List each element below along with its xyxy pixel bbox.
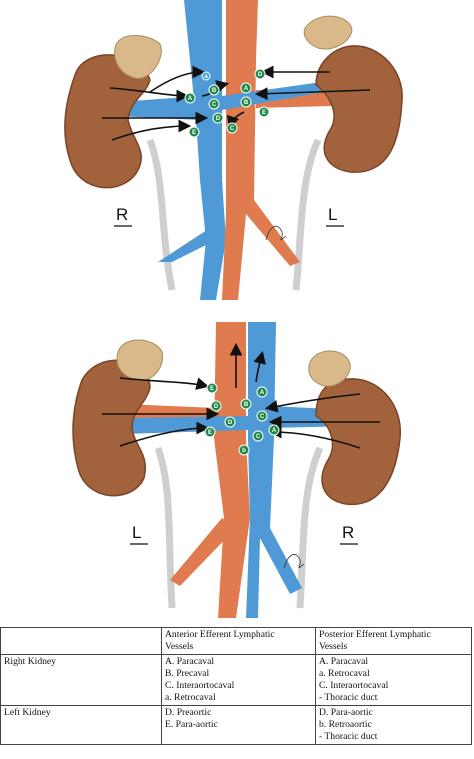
aorta: [222, 0, 300, 300]
lymph-node: C: [256, 410, 268, 422]
left-adrenal: [116, 339, 164, 382]
svg-text:B: B: [244, 402, 249, 408]
aorta-iliac: [170, 518, 236, 586]
right-kidney-posterior-cell: A. Paracaval a. Retrocaval C. Interaorto…: [315, 654, 472, 706]
aorta: [214, 322, 250, 618]
lymph-node: A: [184, 92, 196, 104]
svg-text:A: A: [272, 428, 277, 434]
svg-text:C: C: [230, 126, 235, 132]
lymph-node: A: [256, 386, 268, 398]
svg-text:A: A: [260, 390, 265, 396]
left-ureter: [292, 138, 322, 291]
svg-text:D: D: [216, 116, 221, 122]
lymph-node: E: [188, 126, 200, 138]
svg-text:B: B: [244, 100, 249, 106]
right-adrenal: [308, 350, 351, 387]
bottom-lymphatic-arrows: [102, 342, 380, 449]
svg-text:a: a: [204, 74, 208, 80]
svg-text:b: b: [242, 448, 246, 454]
svg-text:D: D: [214, 404, 219, 410]
table-header-row: Anterior Efferent Lymphatic Vessels Post…: [0, 627, 472, 655]
left-renal-vein: [124, 416, 248, 434]
svg-text:C: C: [212, 102, 217, 108]
top-lymphatic-arrows: [102, 65, 371, 141]
lymph-node: E: [258, 106, 270, 118]
bottom-left-side-label: L: [132, 523, 141, 542]
table-row: Right Kidney A. Paracaval B. Precaval C.…: [0, 654, 472, 706]
svg-text:B: B: [212, 88, 217, 94]
right-kidney: [315, 378, 401, 506]
lymph-node: B: [240, 96, 252, 108]
row-label-left-kidney: Left Kidney: [0, 705, 162, 745]
ivc: [246, 322, 302, 618]
top-right-side-label: L: [328, 205, 337, 224]
artist-signature: [265, 225, 287, 241]
bottom-right-side-label: R: [342, 523, 354, 542]
table-header-empty: [0, 627, 162, 655]
svg-text:E: E: [192, 130, 196, 136]
svg-text:A: A: [188, 96, 193, 102]
svg-text:D: D: [258, 72, 263, 78]
artist-signature: [283, 554, 305, 569]
svg-text:D: D: [228, 420, 233, 426]
svg-text:E: E: [208, 430, 212, 436]
bottom-anatomy-figure: E D D E A B C A C b L R: [0, 318, 474, 618]
svg-text:A: A: [244, 86, 249, 92]
table-header-posterior: Posterior Efferent Lymphatic Vessels: [315, 627, 472, 655]
lymph-node: D: [210, 400, 222, 412]
lymph-node: C: [208, 98, 220, 110]
lymph-node: A: [268, 424, 280, 436]
lymph-node: D: [254, 68, 266, 80]
right-ureter: [296, 446, 324, 609]
top-anatomy-figure: A B C D E A B C D E a R L: [0, 0, 474, 300]
right-ureter: [146, 138, 176, 291]
table-header-anterior: Anterior Efferent Lymphatic Vessels: [161, 627, 316, 655]
lymph-node: C: [226, 122, 238, 134]
lymph-node: E: [206, 382, 218, 394]
right-adrenal: [114, 35, 162, 79]
left-kidney: [315, 45, 403, 173]
lymph-node: B: [208, 84, 220, 96]
row-label-right-kidney: Right Kidney: [0, 654, 162, 706]
lymph-node: C: [252, 430, 264, 442]
bottom-anatomy-svg: E D D E A B C A C b L R: [72, 322, 401, 618]
lymph-node: D: [212, 112, 224, 124]
lymph-node: a: [201, 71, 211, 81]
ivc-lower: [200, 180, 226, 300]
svg-text:C: C: [256, 434, 261, 440]
svg-text:C: C: [260, 414, 265, 420]
top-left-side-label: R: [116, 205, 128, 224]
top-anatomy-svg: A B C D E A B C D E a R L: [64, 0, 403, 300]
top-lymph-nodes: A B C D E A B C D E a: [184, 68, 270, 138]
left-kidney-anterior-cell: D. Preaortic E. Para-aortic: [161, 705, 316, 745]
lymph-node: A: [240, 82, 252, 94]
right-kidney-anterior-cell: A. Paracaval B. Precaval C. Interaortoca…: [161, 654, 316, 706]
lymph-node: E: [204, 426, 216, 438]
lymph-node: D: [224, 416, 236, 428]
left-kidney-posterior-cell: D. Para-aortic b. Retroaortic - Thoracic…: [315, 705, 472, 745]
svg-text:E: E: [210, 386, 214, 392]
lymph-node: B: [240, 398, 252, 410]
bottom-lymph-nodes: E D D E A B C A C b: [204, 382, 280, 456]
table-row: Left Kidney D. Preaortic E. Para-aortic …: [0, 705, 472, 745]
svg-text:E: E: [262, 110, 266, 116]
left-ureter: [154, 446, 176, 609]
left-adrenal: [303, 15, 353, 50]
lymphatic-drainage-table: Anterior Efferent Lymphatic Vessels Post…: [0, 627, 472, 745]
lymph-node: b: [238, 444, 250, 456]
